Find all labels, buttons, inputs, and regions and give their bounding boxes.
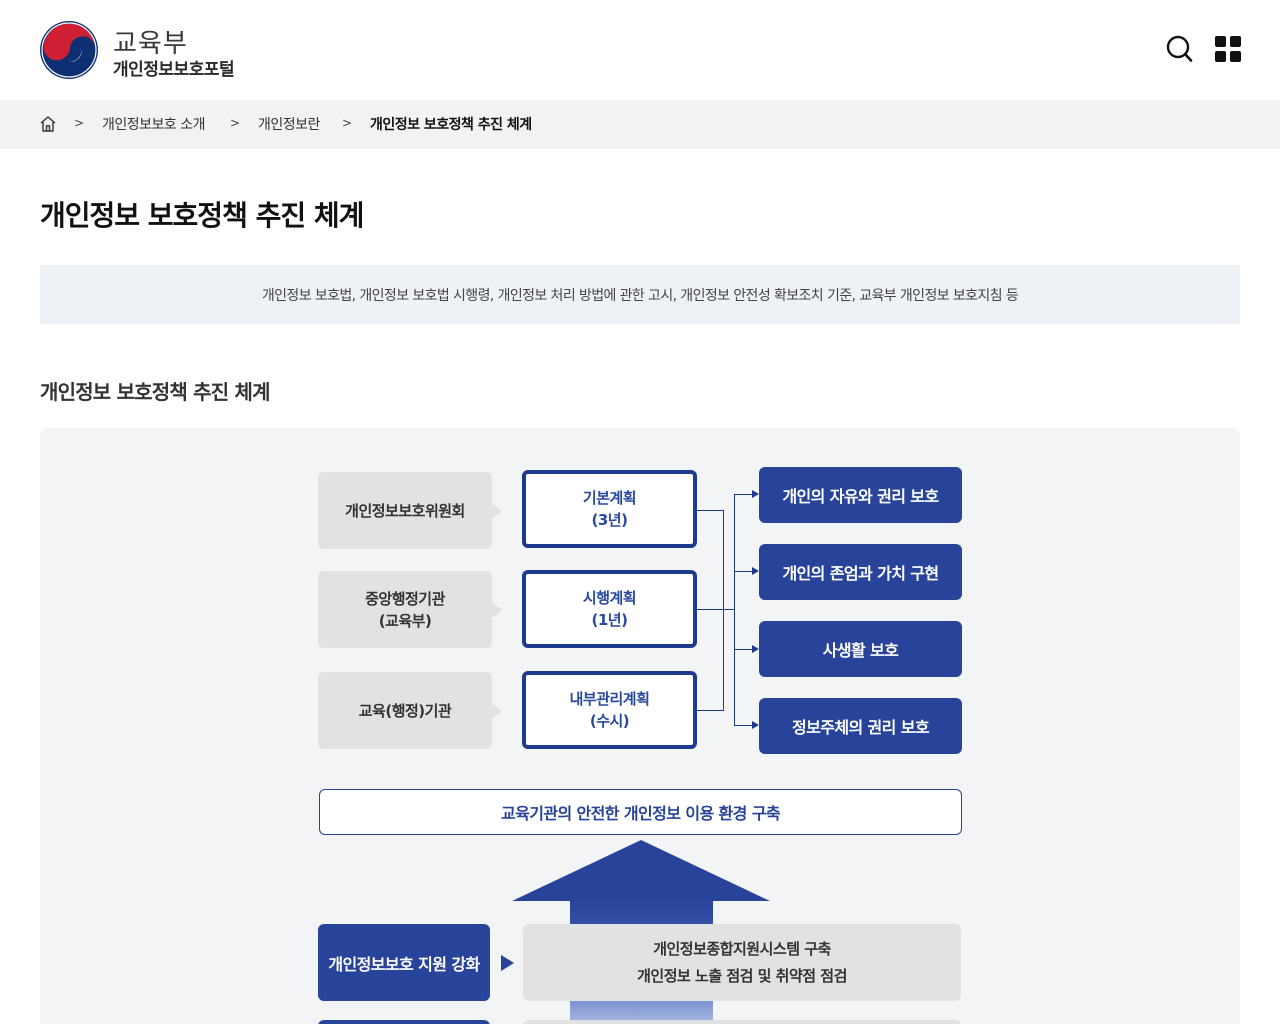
grid-menu-icon[interactable] xyxy=(1215,36,1241,62)
arrow-right-icon xyxy=(752,567,759,575)
plan-box: 기본계획 (3년) xyxy=(522,470,697,548)
big-up-arrow-icon xyxy=(512,840,770,901)
agency-box: 개인정보보호위원회 xyxy=(318,472,492,549)
support-category-box: 개인정보보호 지원 강화 xyxy=(318,924,490,1001)
connector-line xyxy=(734,494,753,495)
goal-box: 정보주체의 권리 보호 xyxy=(759,698,962,754)
plan-box: 내부관리계획 (수시) xyxy=(522,671,697,749)
menu-square xyxy=(1230,36,1241,47)
site-header: 교육부 개인정보보호포털 xyxy=(0,0,1280,100)
connector-line xyxy=(734,494,735,726)
plan-period: (3년) xyxy=(591,511,628,529)
breadcrumb-item[interactable]: 개인정보보호 소개 xyxy=(102,117,206,133)
menu-square xyxy=(1215,51,1226,62)
next-support-category-box xyxy=(318,1020,490,1024)
goal-box: 사생활 보호 xyxy=(759,621,962,677)
chevron-right-icon: > xyxy=(230,116,241,130)
connector-line xyxy=(734,649,753,650)
connector-line xyxy=(697,510,724,511)
home-icon[interactable] xyxy=(39,115,57,133)
portal-name[interactable]: 개인정보보호포털 xyxy=(113,60,235,80)
goal-box: 개인의 존엄과 가치 구현 xyxy=(759,544,962,600)
arrow-right-icon xyxy=(752,721,759,729)
agency-sublabel: (교육부) xyxy=(378,611,432,630)
ministry-name[interactable]: 교육부 xyxy=(113,29,188,59)
support-detail-line: 개인정보종합지원시스템 구축 xyxy=(653,939,831,958)
plan-period: (수시) xyxy=(589,712,630,730)
menu-square xyxy=(1230,51,1241,62)
connector-line xyxy=(697,609,735,610)
search-icon[interactable] xyxy=(1165,34,1193,64)
agency-label: 개인정보보호위원회 xyxy=(345,501,465,520)
legal-basis-box: 개인정보 보호법, 개인정보 보호법 시행령, 개인정보 처리 방법에 관한 고… xyxy=(40,265,1240,324)
next-support-detail-box xyxy=(523,1020,961,1024)
chevron-right-icon: > xyxy=(342,116,353,130)
agency-box: 중앙행정기관 (교육부) xyxy=(318,571,492,648)
support-detail-box: 개인정보종합지원시스템 구축 개인정보 노출 점검 및 취약점 점검 xyxy=(523,924,961,1001)
agency-label: 중앙행정기관 xyxy=(365,589,445,608)
arrow-right-icon xyxy=(752,490,759,498)
connector-line xyxy=(723,510,724,711)
plan-label: 시행계획 xyxy=(582,589,637,607)
page-title: 개인정보 보호정책 추진 체계 xyxy=(40,199,364,232)
goal-box: 개인의 자유와 권리 보호 xyxy=(759,467,962,523)
play-arrow-icon xyxy=(501,955,514,971)
agency-box: 교육(행정)기관 xyxy=(318,672,492,749)
connector-line xyxy=(734,571,753,572)
breadcrumb: > 개인정보보호 소개 > 개인정보란 > 개인정보 보호정책 추진 체계 xyxy=(0,100,1280,149)
government-emblem-logo[interactable] xyxy=(40,21,98,79)
environment-goal-box: 교육기관의 안전한 개인정보 이용 환경 구축 xyxy=(319,789,962,835)
menu-square xyxy=(1215,36,1226,47)
connector-line xyxy=(734,725,753,726)
legal-basis-text: 개인정보 보호법, 개인정보 보호법 시행령, 개인정보 처리 방법에 관한 고… xyxy=(261,287,1019,304)
chevron-right-icon: > xyxy=(74,116,85,130)
breadcrumb-current[interactable]: 개인정보 보호정책 추진 체계 xyxy=(370,117,532,133)
section-title: 개인정보 보호정책 추진 체계 xyxy=(40,380,271,404)
agency-label: 교육(행정)기관 xyxy=(358,701,452,720)
arrow-right-icon xyxy=(752,645,759,653)
connector-line xyxy=(697,710,724,711)
plan-period: (1년) xyxy=(591,611,628,629)
plan-label: 내부관리계획 xyxy=(569,690,650,708)
plan-label: 기본계획 xyxy=(582,489,637,507)
breadcrumb-item[interactable]: 개인정보란 xyxy=(258,117,320,133)
support-detail-line: 개인정보 노출 점검 및 취약점 점검 xyxy=(637,966,847,985)
plan-box: 시행계획 (1년) xyxy=(522,570,697,648)
